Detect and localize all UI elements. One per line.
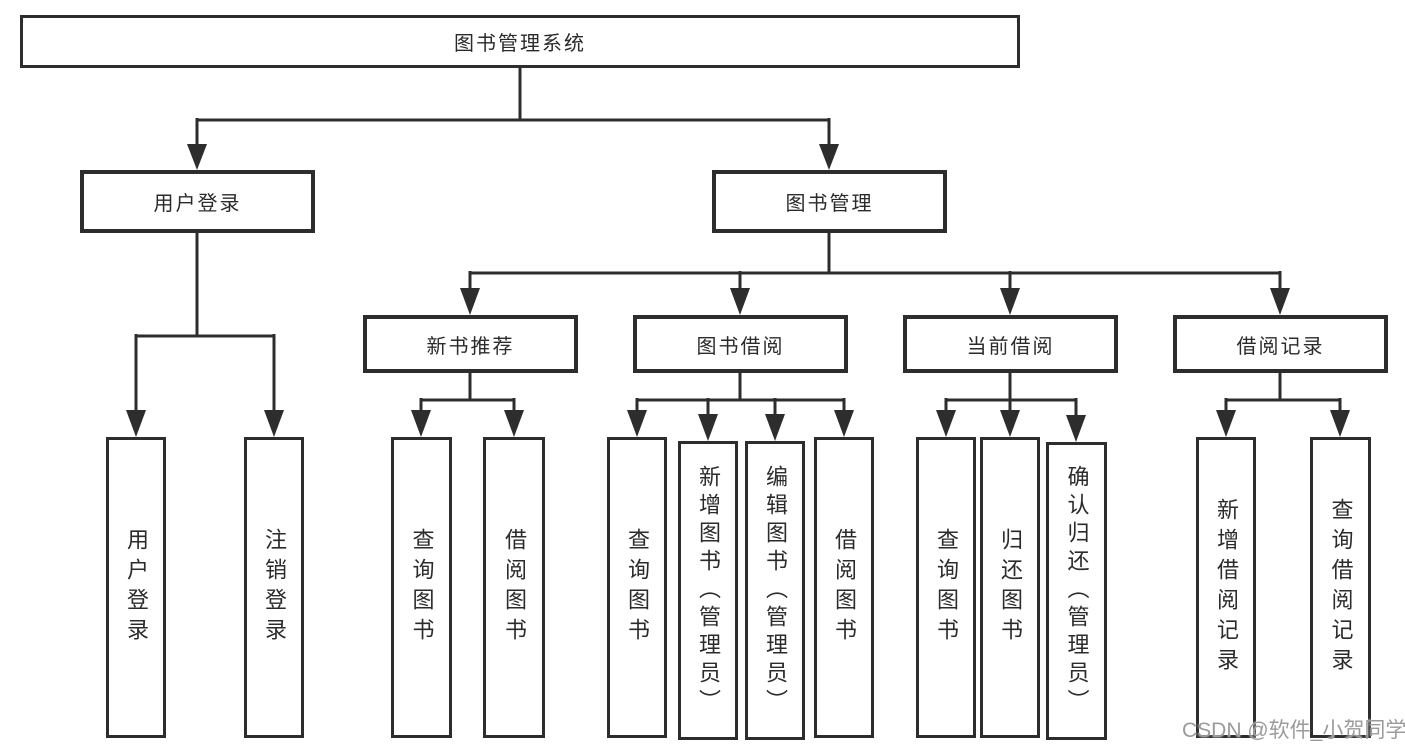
node-user-login: 用户登录	[80, 170, 315, 233]
node-leaf-borrow-books-2-label: 借阅图书	[832, 527, 857, 648]
connector-current-borrowing-to-leaves	[936, 373, 1086, 442]
node-leaf-borrow-books-1-label: 借阅图书	[502, 527, 527, 648]
node-current-borrowing-label: 当前借阅	[966, 335, 1055, 358]
node-book-borrowing-label: 图书借阅	[696, 335, 785, 358]
node-user-login-label: 用户登录	[153, 193, 242, 215]
node-leaf-user-login: 用户登录	[106, 437, 166, 738]
node-leaf-logout: 注销登录	[244, 437, 304, 738]
node-new-book-recommend: 新书推荐	[363, 315, 578, 373]
node-leaf-add-books-admin: 新增图书（管理员）	[678, 441, 738, 740]
node-leaf-query-books-2: 查询图书	[607, 437, 667, 738]
node-leaf-borrow-books-2: 借阅图书	[814, 437, 874, 738]
node-leaf-query-books-2-label: 查询图书	[625, 527, 650, 648]
node-leaf-return-books-label: 归还图书	[998, 527, 1023, 648]
node-current-borrowing: 当前借阅	[903, 315, 1118, 373]
node-leaf-edit-books-admin-label: 编辑图书（管理员）	[763, 464, 788, 717]
node-book-borrowing: 图书借阅	[633, 315, 848, 373]
node-book-management: 图书管理	[712, 170, 947, 233]
node-leaf-query-books-1: 查询图书	[391, 437, 452, 738]
connector-book-borrowing-to-leaves	[627, 373, 854, 441]
node-leaf-query-borrow-record: 查询借阅记录	[1310, 437, 1371, 738]
node-borrowing-records-label: 借阅记录	[1236, 335, 1325, 358]
node-leaf-query-books-1-label: 查询图书	[409, 527, 435, 648]
connector-book-management-to-level3	[460, 233, 1290, 315]
node-leaf-add-borrow-record: 新增借阅记录	[1196, 437, 1256, 738]
node-leaf-add-books-admin-label: 新增图书（管理员）	[696, 464, 721, 717]
connector-root-to-level2	[187, 68, 839, 170]
connector-user-login-to-leaves	[126, 233, 284, 437]
node-leaf-edit-books-admin: 编辑图书（管理员）	[745, 441, 805, 740]
node-leaf-return-books: 归还图书	[980, 437, 1040, 738]
node-leaf-query-books-3: 查询图书	[916, 437, 976, 738]
node-book-management-label: 图书管理	[785, 193, 874, 215]
node-leaf-query-borrow-record-label: 查询借阅记录	[1328, 497, 1354, 678]
node-leaf-confirm-return-admin-label: 确认归还（管理员）	[1064, 465, 1090, 717]
node-leaf-add-borrow-record-label: 新增借阅记录	[1214, 497, 1239, 678]
connector-new-book-recommend-to-leaves	[411, 373, 524, 437]
node-leaf-user-login-label: 用户登录	[124, 527, 149, 648]
node-library-system-label: 图书管理系统	[454, 33, 586, 55]
watermark-text: CSDN @软件_小贺同学	[1182, 719, 1405, 742]
node-leaf-query-books-3-label: 查询图书	[934, 527, 959, 648]
node-leaf-confirm-return-admin: 确认归还（管理员）	[1046, 442, 1107, 740]
node-new-book-recommend-label: 新书推荐	[426, 335, 515, 358]
connector-borrowing-records-to-leaves	[1216, 373, 1350, 437]
node-borrowing-records: 借阅记录	[1173, 315, 1388, 373]
node-leaf-logout-label: 注销登录	[262, 527, 287, 648]
node-leaf-borrow-books-1: 借阅图书	[483, 437, 545, 738]
node-library-system: 图书管理系统	[20, 15, 1020, 68]
